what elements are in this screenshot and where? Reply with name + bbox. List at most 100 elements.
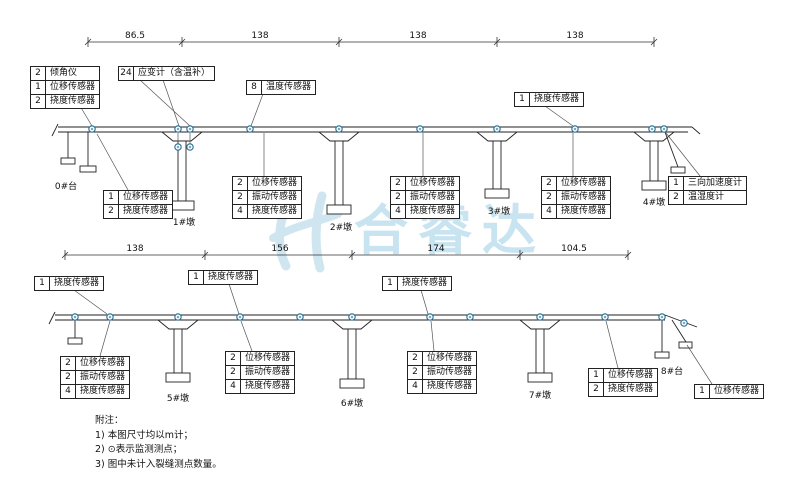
sensor-label-row: 1 挠度传感器 xyxy=(35,277,104,290)
sensor-count: 1 xyxy=(383,277,398,290)
sensor-type-label: 挠度传感器 xyxy=(252,206,298,216)
sensor-label-row: 1 三向加速度计 xyxy=(669,177,747,191)
sensor-count: 1 xyxy=(695,385,710,398)
sensor-type-label: 振动传感器 xyxy=(80,372,126,382)
sensor-type-label: 振动传感器 xyxy=(252,192,298,202)
sensor-count: 2 xyxy=(226,366,241,379)
sensor-count: 1 xyxy=(589,369,604,382)
sensor-count: 2 xyxy=(226,352,241,365)
dimension-label: 138 xyxy=(566,31,584,41)
sensor-type-label: 挠度传感器 xyxy=(410,206,456,216)
pier-label: 3#墩 xyxy=(487,207,511,217)
sensor-type-label: 位移传感器 xyxy=(561,178,607,188)
sensor-type-label: 挠度传感器 xyxy=(245,381,291,391)
sensor-count: 1 xyxy=(189,271,204,284)
sensor-count: 2 xyxy=(233,177,248,190)
pier-label: 0#台 xyxy=(54,182,78,192)
sensor-type-label: 振动传感器 xyxy=(561,192,607,202)
sensor-label-box: 1 位移传感器 xyxy=(694,384,765,399)
sensor-label-row: 4 挠度传感器 xyxy=(226,380,295,393)
sensor-count: 4 xyxy=(233,205,248,218)
sensor-count: 2 xyxy=(61,371,76,384)
sensor-count: 4 xyxy=(61,385,76,398)
sensor-type-label: 三向加速度计 xyxy=(688,178,743,188)
sensor-type-label: 温度传感器 xyxy=(266,82,312,92)
note-item: 3) 图中未计入裂缝测点数量。 xyxy=(95,459,222,471)
sensor-count: 2 xyxy=(391,177,406,190)
sensor-type-label: 应变计（含温补） xyxy=(138,68,211,78)
pier-label: 5#墩 xyxy=(166,394,190,404)
leader-lines xyxy=(73,79,713,385)
note-item: 2) ⊙表示监测测点； xyxy=(95,444,183,456)
dimension-label: 138 xyxy=(409,31,427,41)
dimension-label: 138 xyxy=(251,31,269,41)
sensor-label-row: 2 振动传感器 xyxy=(233,191,302,205)
sensor-type-label: 位移传感器 xyxy=(714,386,760,396)
sensor-count: 2 xyxy=(542,191,557,204)
sensor-count: 1 xyxy=(31,81,46,94)
sensor-type-label: 挠度传感器 xyxy=(608,384,654,394)
sensor-label-row: 1 位移传感器 xyxy=(695,385,764,398)
sensor-type-label: 挠度传感器 xyxy=(561,206,607,216)
sensor-count: 1 xyxy=(35,277,50,290)
sensor-count: 2 xyxy=(391,191,406,204)
sensor-count: 2 xyxy=(233,191,248,204)
sensor-label-row: 8 温度传感器 xyxy=(247,81,316,94)
sensor-count: 1 xyxy=(104,191,119,204)
sensor-type-label: 温湿度计 xyxy=(688,192,725,202)
sensor-label-box: 1 挠度传感器 xyxy=(34,276,105,291)
sensor-count: 1 xyxy=(515,93,530,106)
sensor-label-row: 1 位移传感器 xyxy=(589,369,658,383)
sensor-type-label: 挠度传感器 xyxy=(534,94,580,104)
sensor-type-label: 挠度传感器 xyxy=(80,386,126,396)
dimension-label: 86.5 xyxy=(124,31,146,41)
sensor-count: 4 xyxy=(542,205,557,218)
pier-label: 4#墩 xyxy=(642,198,666,208)
dimension-label: 138 xyxy=(126,244,144,254)
monitoring-points xyxy=(71,125,688,327)
sensor-type-label: 位移传感器 xyxy=(608,370,654,380)
sensor-count: 4 xyxy=(226,380,241,393)
sensor-count: 2 xyxy=(408,366,423,379)
sensor-count: 2 xyxy=(104,205,119,218)
sensor-label-row: 2 振动传感器 xyxy=(61,371,130,385)
sensor-type-label: 挠度传感器 xyxy=(427,381,473,391)
dimension-lines xyxy=(61,36,658,261)
sensor-label-box: 8 温度传感器 xyxy=(246,80,317,95)
dimension-label: 174 xyxy=(427,244,445,254)
sensor-type-label: 挠度传感器 xyxy=(54,278,100,288)
dimension-label: 156 xyxy=(271,244,289,254)
sensor-label-row: 4 挠度传感器 xyxy=(61,385,130,398)
sensor-type-label: 位移传感器 xyxy=(80,358,126,368)
notes: 附注： 1) 本图尺寸均以m计； 2) ⊙表示监测测点； 3) 图中未计入裂缝测… xyxy=(95,414,222,473)
sensor-count: 8 xyxy=(247,81,262,94)
sensor-count: 1 xyxy=(669,177,684,190)
pier-label: 6#墩 xyxy=(340,399,364,409)
bottom-span-girder xyxy=(48,311,698,389)
